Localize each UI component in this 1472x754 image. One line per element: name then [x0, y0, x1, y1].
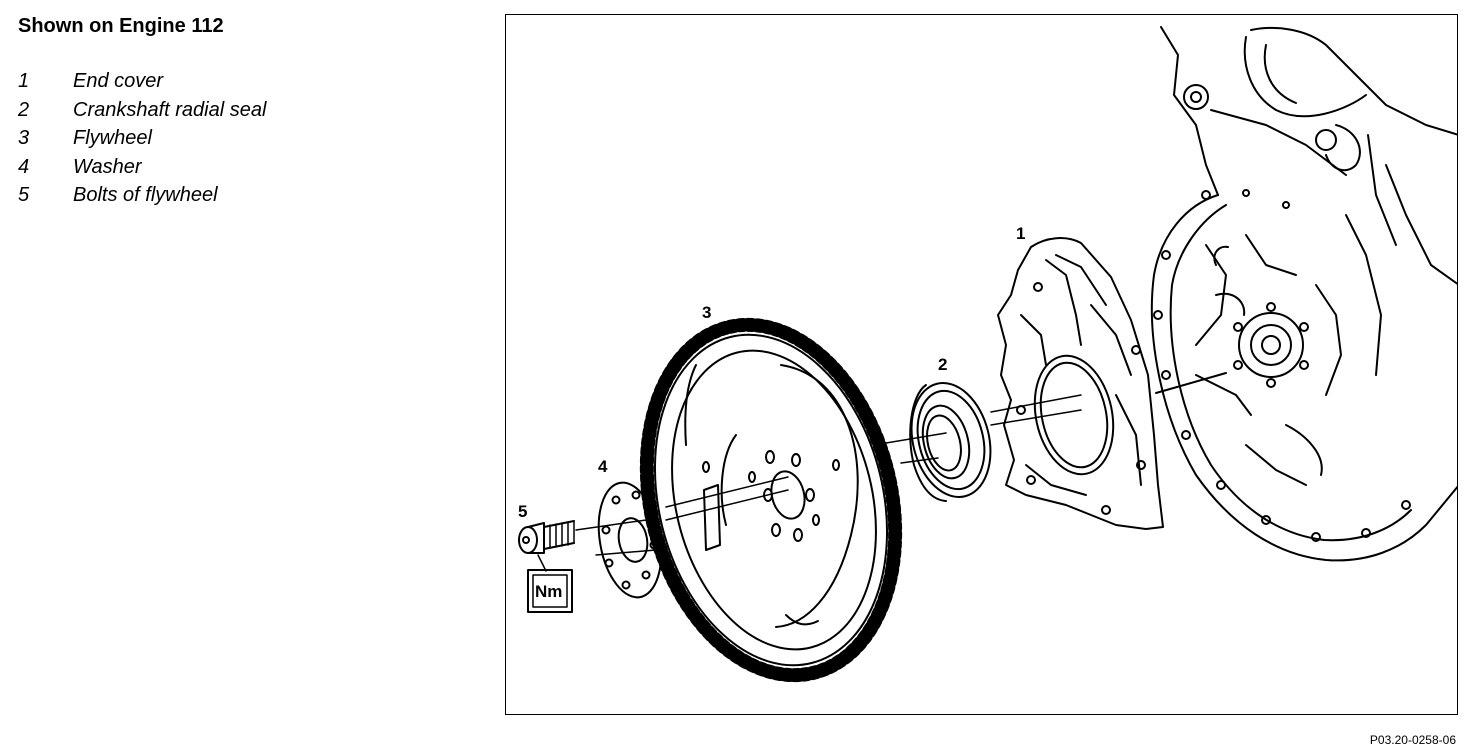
- flywheel-bolt-part: [518, 520, 575, 572]
- torque-spec-box: Nm: [527, 569, 573, 613]
- legend-number: 5: [18, 184, 30, 206]
- legend-text: Flywheel: [73, 127, 152, 149]
- engine-block: [1150, 26, 1457, 562]
- radial-seal-part: [909, 381, 992, 502]
- torque-label: Nm: [535, 582, 562, 601]
- legend-text: Crankshaft radial seal: [73, 98, 267, 121]
- legend-number: 2: [18, 98, 30, 121]
- legend-text: Washer: [73, 155, 142, 178]
- exploded-diagram: 1 2 3 4 5 Nm: [518, 26, 1457, 683]
- legend-number: 1: [18, 70, 30, 92]
- legend-text: Bolts of flywheel: [73, 184, 218, 206]
- legend-number: 4: [18, 155, 30, 178]
- legend-text: End cover: [73, 70, 164, 92]
- page-title: Shown on Engine 112: [18, 15, 224, 37]
- alignment-lines: [575, 394, 1082, 556]
- callout-5: 5: [518, 502, 527, 521]
- callout-2: 2: [938, 355, 947, 374]
- callout-3: 3: [702, 303, 711, 322]
- callout-4: 4: [598, 457, 608, 476]
- figure-code: P03.20-0258-06: [1369, 733, 1456, 747]
- washer-part: [597, 481, 663, 599]
- end-cover-part: [997, 237, 1164, 530]
- callout-1: 1: [1016, 224, 1025, 243]
- legend-number: 3: [18, 127, 30, 149]
- flywheel-part: [639, 317, 903, 683]
- exploded-view-figure: 1 2 3 4 5 Nm: [505, 14, 1458, 715]
